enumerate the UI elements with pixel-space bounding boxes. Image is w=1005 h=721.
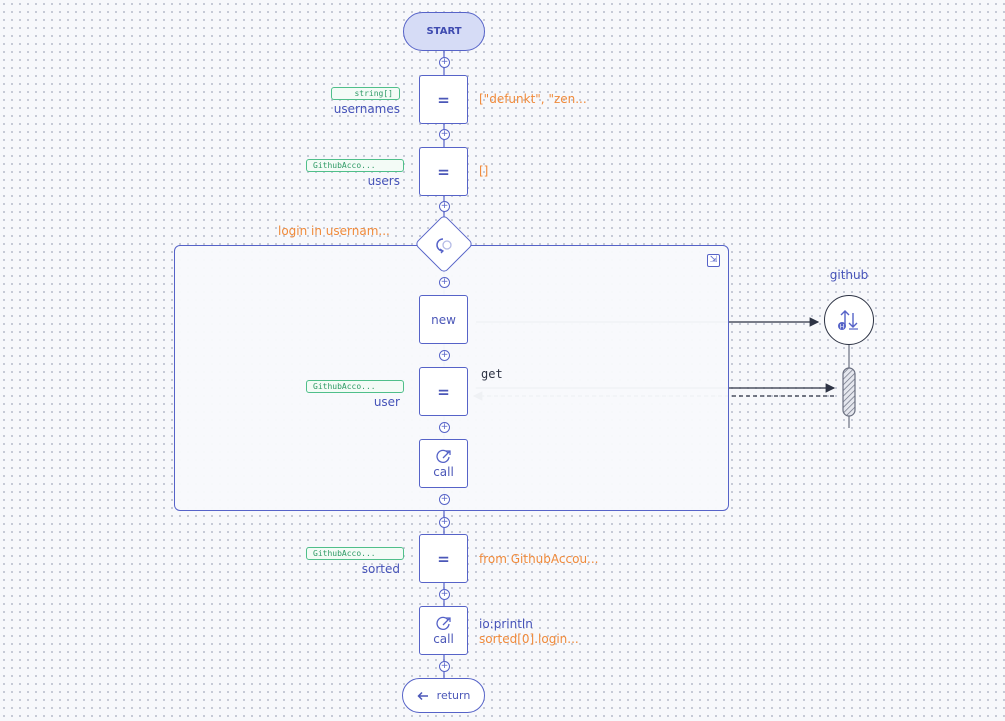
- variable-name: user: [373, 395, 400, 409]
- call-argument: sorted[0].login...: [479, 632, 579, 646]
- add-step-icon[interactable]: +: [439, 661, 450, 672]
- assign-node-users[interactable]: =: [419, 147, 468, 196]
- add-step-icon[interactable]: +: [439, 277, 450, 288]
- assign-value: from GithubAccou...: [479, 552, 599, 566]
- github-endpoint-icon: H: [838, 310, 858, 331]
- add-step-icon[interactable]: +: [439, 422, 450, 433]
- endpoint-name: github: [829, 268, 869, 282]
- add-step-icon[interactable]: +: [439, 57, 450, 68]
- call-node-println[interactable]: call: [419, 606, 468, 655]
- new-node[interactable]: new: [419, 295, 468, 344]
- return-arrow-icon: [417, 691, 428, 700]
- type-badge: string[]: [331, 87, 400, 100]
- assign-value: ["defunkt", "zen...: [479, 92, 587, 106]
- loop-expression: login in usernam...: [278, 224, 390, 238]
- call-label: call: [433, 464, 454, 479]
- external-call-icon: [435, 616, 451, 630]
- assign-node-usernames[interactable]: =: [419, 75, 468, 124]
- variable-name: sorted: [361, 562, 400, 576]
- assign-node-sorted[interactable]: =: [419, 534, 468, 583]
- assign-node-user[interactable]: =: [419, 367, 468, 416]
- assign-operator: =: [437, 382, 450, 401]
- add-step-icon[interactable]: +: [439, 589, 450, 600]
- external-call-icon: [435, 449, 451, 463]
- call-target: io:println: [479, 617, 533, 631]
- github-activation-bar: [842, 367, 856, 417]
- add-step-icon[interactable]: +: [439, 494, 450, 505]
- assign-value: []: [479, 164, 489, 178]
- add-step-icon[interactable]: +: [439, 350, 450, 361]
- start-label: START: [426, 26, 462, 37]
- assign-operator: =: [437, 162, 450, 181]
- remote-call-method: get: [481, 367, 503, 381]
- return-label: return: [436, 689, 471, 702]
- collapse-icon[interactable]: ⇲: [707, 254, 720, 267]
- return-node[interactable]: return: [402, 678, 485, 713]
- call-label: call: [433, 631, 454, 646]
- new-label: new: [431, 312, 456, 327]
- svg-text:H: H: [840, 324, 845, 331]
- type-badge: GithubAcco...: [306, 547, 404, 560]
- variable-name: users: [367, 174, 400, 188]
- start-node[interactable]: START: [403, 12, 485, 51]
- assign-operator: =: [437, 90, 450, 109]
- variable-name: usernames: [333, 102, 400, 116]
- add-step-icon[interactable]: +: [439, 129, 450, 140]
- assign-operator: =: [437, 549, 450, 568]
- github-endpoint[interactable]: H: [824, 295, 874, 345]
- add-step-icon[interactable]: +: [439, 201, 450, 212]
- add-step-icon[interactable]: +: [439, 517, 450, 528]
- type-badge: GithubAcco...: [306, 380, 404, 393]
- loop-icon: [436, 238, 452, 254]
- call-node[interactable]: call: [419, 439, 468, 488]
- type-badge: GithubAcco...: [306, 159, 404, 172]
